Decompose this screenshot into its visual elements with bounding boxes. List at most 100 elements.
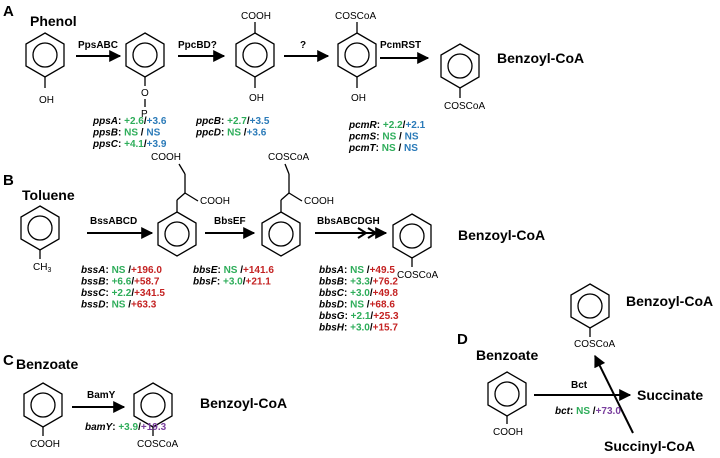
gene-expression-row: bamY: +3.9/+19.3 — [85, 422, 167, 433]
fold-change-value: +68.6 — [370, 300, 396, 311]
fold-change-value: +2.2 — [383, 120, 403, 131]
gene-name: ppcB — [195, 116, 221, 127]
panel-a-product: Benzoyl-CoA — [497, 50, 584, 66]
fold-change-value: +2.6 — [124, 116, 144, 127]
gene-expression-row: ppsC: +4.1/+3.9 — [92, 139, 167, 150]
hydroxyl-group-label: OH — [249, 93, 264, 104]
gene-name: bbsD — [319, 300, 344, 311]
hydroxyl-group-label: OH — [39, 95, 54, 106]
gene-expression-row: pcmS: NS / NS — [348, 132, 419, 143]
gene-expression-row: bbsG: +2.1/+25.3 — [319, 311, 399, 322]
fold-change-value: +3.9 — [147, 139, 167, 150]
gene-expression-row: bbsB: +3.3/+76.2 — [319, 277, 398, 288]
gene-expression-row: pcmT: NS / NS — [348, 143, 418, 154]
gene-expression-row: ppcD: NS /+3.6 — [195, 128, 267, 139]
fold-change-value: +19.3 — [141, 422, 167, 433]
gene-expression-row: bssC: +2.2/+341.5 — [81, 288, 165, 299]
fold-change-value: NS — [405, 132, 419, 143]
hydroxyl-group-label: OH — [351, 93, 366, 104]
enzyme-label: PpcBD? — [178, 40, 217, 51]
panel-c-substrate: Benzoate — [16, 356, 78, 372]
carboxyl-group-label: COOH — [151, 152, 181, 163]
benzoyl-coa-structure: COSCoA — [440, 43, 485, 112]
fold-change-value: +4.1 — [124, 139, 144, 150]
gene-expression-row: ppsB: NS / NS — [92, 128, 161, 139]
panel-d-right-product: Succinate — [637, 387, 703, 403]
gene-name: bssA — [81, 265, 105, 276]
fold-change-value: NS — [112, 300, 126, 311]
fold-change-value: +3.6 — [147, 116, 167, 127]
multistep-arrow — [315, 227, 388, 239]
fold-change-value: +196.0 — [131, 265, 162, 276]
panel-b-product: Benzoyl-CoA — [458, 227, 545, 243]
benzoyl-coa-structure: COSCoA — [392, 213, 438, 281]
oxygen-label: O — [141, 88, 149, 99]
phenol-structure: OH — [25, 32, 65, 106]
fold-change-value: +3.0 — [223, 277, 243, 288]
fold-change-value: +76.2 — [373, 277, 399, 288]
gene-expression-row: bssB: +6.6/+58.7 — [81, 277, 160, 288]
gene-name: bssC — [81, 288, 106, 299]
gene-expression-row: bbsH: +3.0/+15.7 — [319, 323, 398, 334]
fold-change-value: +3.0 — [350, 288, 370, 299]
hydroxybenzoate-structure: COOH OH — [235, 11, 275, 104]
gene-name: pcmT — [348, 143, 377, 154]
fold-change-value: NS — [224, 265, 238, 276]
gene-name: bssB — [81, 277, 105, 288]
benzoate-structure: COOH — [23, 382, 63, 450]
fold-change-value: +49.5 — [370, 265, 396, 276]
gene-name: bbsF — [193, 277, 218, 288]
toluene-structure: CH3 — [20, 205, 60, 274]
benzoyl-coa-structure: COSCoA — [133, 382, 178, 450]
phenylphosphate-structure: O P — [125, 32, 165, 120]
fold-change-value: +141.6 — [243, 265, 274, 276]
fold-change-value: +3.5 — [250, 116, 270, 127]
gene-name: ppsA — [92, 116, 118, 127]
gene-expression-row: bbsD: NS /+68.6 — [319, 300, 395, 311]
gene-name: bbsA — [319, 265, 344, 276]
benzoyl-coa-structure: COSCoA — [570, 283, 615, 350]
gene-expression-row: bbsA: NS /+49.5 — [319, 265, 395, 276]
methyl-group-label: CH3 — [33, 262, 51, 274]
panel-c-product: Benzoyl-CoA — [200, 395, 287, 411]
fold-change-value: NS — [350, 265, 364, 276]
gene-expression-row: bbsF: +3.0/+21.1 — [193, 277, 271, 288]
panel-a-substrate: Phenol — [30, 13, 77, 29]
fold-change-value: NS — [382, 143, 396, 154]
panel-d-label: D — [457, 331, 468, 348]
gene-expression-row: bbsC: +3.0/+49.8 — [319, 288, 398, 299]
fold-change-value: +58.7 — [134, 277, 160, 288]
gene-expression-row: ppcB: +2.7/+3.5 — [195, 116, 270, 127]
fold-change-value: NS — [382, 132, 396, 143]
coa-thioester-label: COSCoA — [574, 339, 615, 350]
panel-b-label: B — [3, 172, 14, 189]
gene-name: ppsB — [92, 128, 118, 139]
fold-change-value: +3.0 — [350, 323, 370, 334]
gene-name: bssD — [81, 300, 105, 311]
gene-name: bbsB — [319, 277, 344, 288]
benzylsuccinate-structure: COOH COOH — [151, 152, 230, 257]
fold-change-value: NS — [112, 265, 126, 276]
coa-transfer-arrow — [594, 354, 634, 434]
fold-change-value: NS — [227, 128, 241, 139]
enzyme-label: ? — [300, 40, 306, 51]
enzyme-label: PcmRST — [380, 40, 421, 51]
fold-change-value: +3.6 — [247, 128, 267, 139]
fold-change-value: +49.8 — [373, 288, 399, 299]
fold-change-value: NS — [350, 300, 364, 311]
gene-name: pcmR — [348, 120, 378, 131]
gene-name: ppcD — [195, 128, 221, 139]
gene-name: pcmS — [348, 132, 377, 143]
enzyme-label: BssABCD — [90, 216, 137, 227]
gene-expression-row: ppsA: +2.6/+3.6 — [92, 116, 167, 127]
benzoate-structure: COOH — [487, 371, 527, 438]
coa-thioester-label: COSCoA — [444, 101, 485, 112]
fold-change-value: +2.7 — [227, 116, 247, 127]
fold-change-value: +21.1 — [246, 277, 272, 288]
fold-change-value: +2.2 — [112, 288, 132, 299]
panel-c-label: C — [3, 352, 14, 369]
fold-change-value: +2.1 — [351, 311, 371, 322]
coa-thioester-label: COSCoA — [397, 270, 438, 281]
